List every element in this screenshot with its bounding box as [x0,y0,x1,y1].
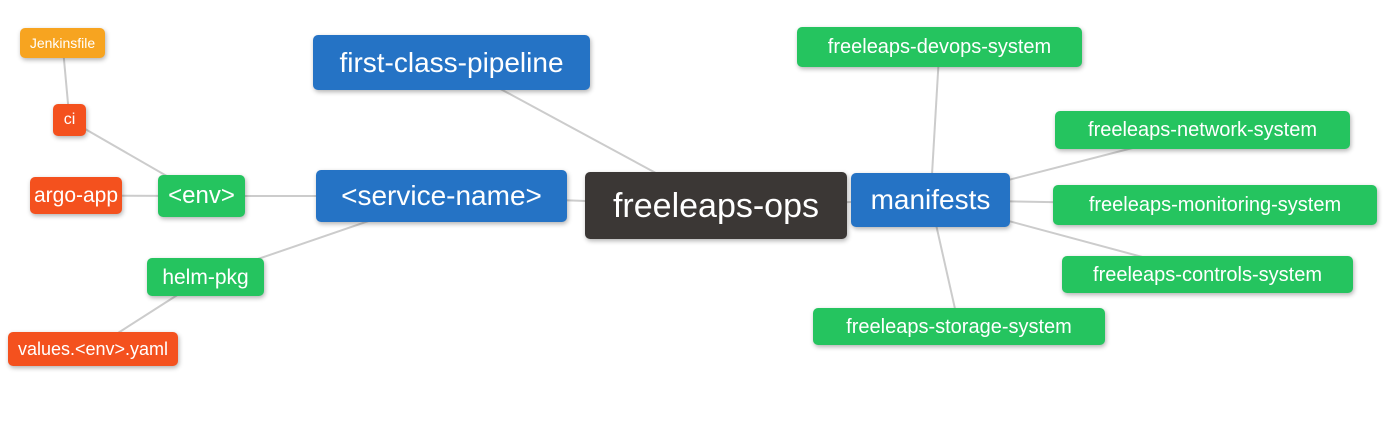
mindmap-node-freeleaps-ops[interactable]: freeleaps-ops [585,172,847,239]
mindmap-node-freeleaps-monitoring-system[interactable]: freeleaps-monitoring-system [1053,185,1377,225]
mindmap-node-first-class-pipeline[interactable]: first-class-pipeline [313,35,590,90]
mindmap-node-jenkinsfile[interactable]: Jenkinsfile [20,28,105,58]
mindmap-node-env[interactable]: <env> [158,175,245,217]
mindmap-node-argo-app[interactable]: argo-app [30,177,122,214]
mindmap-node-freeleaps-network-system[interactable]: freeleaps-network-system [1055,111,1350,149]
mindmap-node-freeleaps-storage-system[interactable]: freeleaps-storage-system [813,308,1105,345]
mindmap-node-helm-pkg[interactable]: helm-pkg [147,258,264,296]
mindmap-node-service-name[interactable]: <service-name> [316,170,567,222]
mindmap-node-freeleaps-controls-system[interactable]: freeleaps-controls-system [1062,256,1353,293]
mindmap-node-manifests[interactable]: manifests [851,173,1010,227]
mindmap-node-values-env-yaml[interactable]: values.<env>.yaml [8,332,178,366]
mindmap-node-ci[interactable]: ci [53,104,86,136]
mindmap-node-freeleaps-devops-system[interactable]: freeleaps-devops-system [797,27,1082,67]
